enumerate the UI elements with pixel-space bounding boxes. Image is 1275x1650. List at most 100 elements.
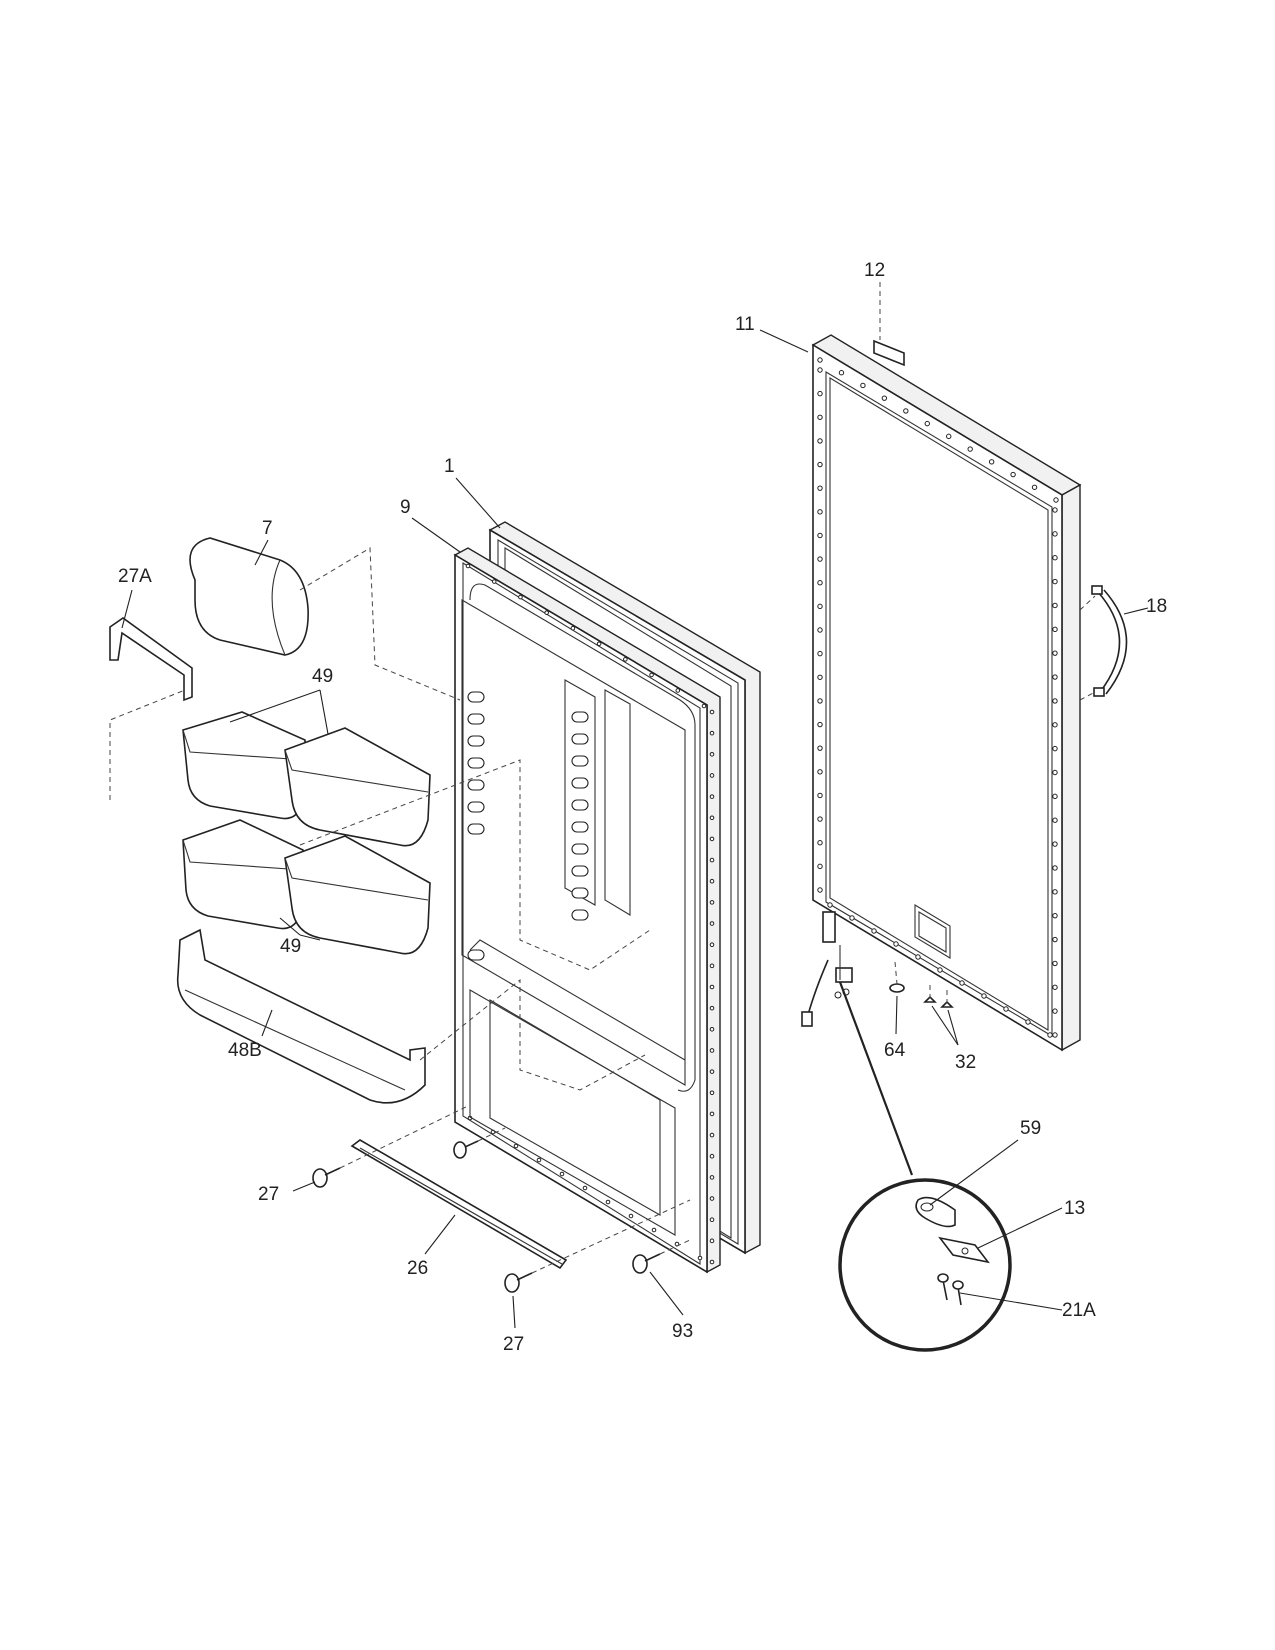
mounting-hole <box>709 857 715 863</box>
mounting-hole <box>1052 722 1058 728</box>
mounting-hole <box>544 610 549 615</box>
shelf-support-knob <box>467 801 485 813</box>
mounting-hole <box>1010 471 1016 478</box>
mounting-hole <box>1052 960 1058 967</box>
mounting-hole <box>946 433 952 440</box>
mounting-hole <box>709 1196 715 1201</box>
door-bin-upper-right <box>284 727 431 847</box>
hinge-assembly <box>801 911 914 1176</box>
shelf-support-knob <box>467 779 485 791</box>
label-27-left: 27 <box>258 1184 279 1205</box>
mounting-hole <box>709 963 715 969</box>
mounting-hole <box>1052 626 1058 633</box>
screw-93 <box>632 1253 661 1274</box>
mounting-hole <box>651 1227 657 1233</box>
mounting-hole <box>817 414 823 420</box>
mounting-hole <box>605 1199 611 1205</box>
mounting-hole <box>701 703 707 709</box>
mounting-hole <box>860 382 866 389</box>
label-plate <box>873 282 905 367</box>
label-59: 59 <box>1020 1118 1041 1139</box>
mounting-hole <box>817 816 823 822</box>
mounting-hole <box>465 563 471 569</box>
mounting-hole <box>709 1090 715 1096</box>
screw-upper-liner <box>453 1140 479 1159</box>
mounting-hole <box>937 967 943 973</box>
shelf-support-knob <box>571 755 589 767</box>
mounting-hole <box>817 769 823 775</box>
mounting-hole <box>817 509 823 515</box>
mounting-hole <box>817 556 823 562</box>
mounting-hole <box>817 532 823 539</box>
mounting-hole <box>817 438 823 444</box>
part-64 <box>889 961 905 993</box>
mounting-hole <box>1052 650 1058 656</box>
mounting-hole <box>1052 507 1058 513</box>
mounting-hole <box>871 928 877 934</box>
shelf-support-knob <box>571 799 589 811</box>
mounting-hole <box>817 357 823 363</box>
mounting-hole <box>709 900 715 905</box>
mounting-hole <box>1052 555 1058 561</box>
mounting-hole <box>817 698 823 704</box>
detail-callout <box>838 1178 1012 1352</box>
mounting-hole <box>1052 602 1058 609</box>
mounting-hole <box>817 887 823 893</box>
mounting-hole <box>893 941 899 947</box>
mounting-hole <box>709 730 715 736</box>
mounting-hole <box>709 1238 715 1244</box>
mounting-hole <box>709 836 715 842</box>
shelf-support-knob <box>467 691 485 703</box>
mounting-hole <box>988 459 995 465</box>
mounting-hole <box>817 863 823 870</box>
mounting-hole <box>1052 889 1058 895</box>
label-12: 12 <box>864 260 885 281</box>
mounting-hole <box>709 1259 715 1265</box>
label-49-top: 49 <box>312 666 333 687</box>
shelf-support-knob <box>571 843 589 855</box>
mounting-hole <box>1052 793 1058 800</box>
mounting-hole <box>827 902 833 908</box>
shelf-support-knob <box>571 777 589 789</box>
mounting-hole <box>709 1175 715 1180</box>
part-labels: 1 9 7 27A 49 49 48B 27 26 27 93 12 11 18… <box>118 260 1167 1355</box>
mounting-hole <box>709 1069 715 1074</box>
outer-door-holes <box>817 357 1059 1038</box>
mounting-hole <box>817 485 823 491</box>
mounting-hole <box>1052 841 1058 847</box>
mounting-hole <box>967 446 973 452</box>
assembly-guide-lines <box>109 547 691 1274</box>
mounting-hole <box>817 792 823 799</box>
screw-27-bottom <box>504 1272 533 1293</box>
mounting-hole <box>570 625 576 631</box>
door-bin-lower-left <box>182 819 304 930</box>
mounting-hole <box>1052 1008 1058 1014</box>
mounting-hole <box>582 1185 588 1191</box>
leader-lines <box>121 329 1149 1329</box>
mounting-hole <box>838 370 845 376</box>
mounting-hole <box>709 709 715 715</box>
door-handle <box>1079 585 1128 701</box>
mounting-hole <box>559 1171 565 1177</box>
shelf-support-knob <box>571 711 589 723</box>
mounting-hole <box>1052 698 1058 704</box>
shelf-support-knob <box>467 823 485 835</box>
mounting-hole <box>817 745 823 751</box>
mounting-hole <box>849 915 855 921</box>
label-9: 9 <box>400 497 411 518</box>
mounting-hole <box>1053 497 1059 503</box>
mounting-hole <box>1031 484 1038 490</box>
label-27A: 27A <box>118 566 152 587</box>
mounting-hole <box>1047 1032 1053 1038</box>
mounting-hole <box>513 1143 519 1149</box>
mounting-hole <box>709 752 715 757</box>
shelf-support-knob <box>571 821 589 833</box>
mounting-hole <box>817 650 823 657</box>
mounting-hole <box>817 580 823 586</box>
mounting-hole <box>817 461 823 468</box>
mounting-hole <box>709 1153 715 1159</box>
mounting-hole <box>1052 817 1058 823</box>
screw-27-left <box>312 1167 341 1188</box>
mounting-hole <box>596 641 602 647</box>
